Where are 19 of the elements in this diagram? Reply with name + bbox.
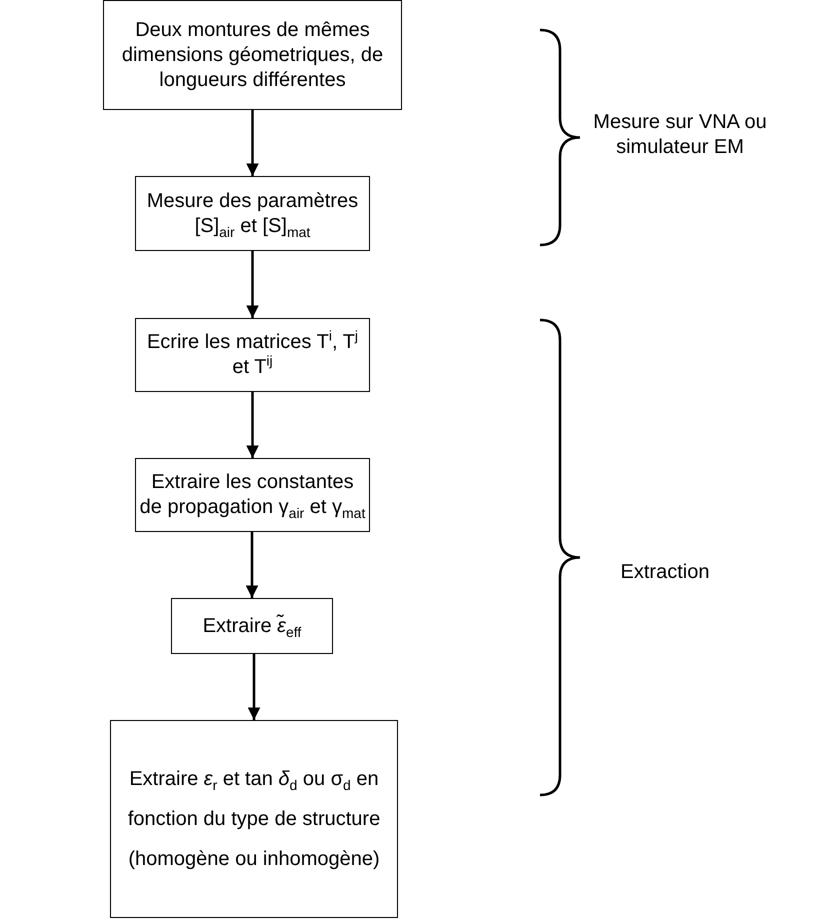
arrow xyxy=(246,392,259,458)
box-text: Mesure des paramètres [S]$_{air}$ et [S]$_{mat}$ xyxy=(146,188,360,238)
box-text: Deux montures de mêmes dimensions géometriques, de longueurs différentes xyxy=(120,18,384,92)
box-text: Ecrire les matrices T$^{i}$, T$^{j}$ et T$^{ij}$ xyxy=(146,330,360,380)
box-text: Extraire ε̃$_{eff}$ xyxy=(202,614,302,638)
process-box xyxy=(103,0,402,110)
process-box xyxy=(135,458,370,532)
arrow xyxy=(246,251,259,318)
arrow xyxy=(248,654,260,720)
box-text: Extraire les constantes de propagation γ$_{air}$ et γ$_{mat}$ xyxy=(138,470,366,520)
group-label: Extraction xyxy=(620,560,710,585)
arrow xyxy=(246,110,259,176)
process-box xyxy=(171,598,333,654)
process-box xyxy=(135,318,370,392)
process-box xyxy=(110,720,398,918)
arrow xyxy=(246,532,258,598)
box-text: Extraire ε$_{r}$ et tan δ$_{d}$ ou σ$_{d}$ en fonction du type de structure (homogène ou inhomogène) xyxy=(126,767,382,872)
group-label: Mesure sur VNA ou simulateur EM xyxy=(592,110,768,160)
process-box xyxy=(135,176,370,251)
